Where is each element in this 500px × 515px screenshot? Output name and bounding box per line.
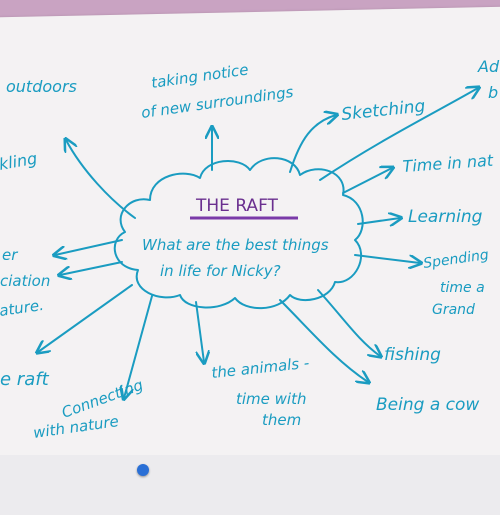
label-sketching: Sketching — [340, 96, 426, 125]
push-pin — [137, 464, 149, 476]
central-cloud — [113, 157, 364, 310]
label-time-in-nature: Time in nat — [402, 151, 494, 176]
label-spending-line2: time a — [440, 280, 485, 296]
center-title: THE RAFT — [195, 196, 279, 216]
label-spending-line1: Spending — [422, 247, 489, 272]
label-animals-line1: the animals - — [211, 354, 311, 382]
mind-map: THE RAFT What are the best things in lif… — [0, 57, 500, 442]
arrow-adventure — [319, 88, 478, 181]
arrow-learning — [357, 218, 400, 224]
label-the-raft: e raft — [0, 369, 50, 390]
arrow-raft — [38, 284, 133, 352]
center-question-line1: What are the best things — [142, 236, 329, 254]
label-adventure-line2: b — [488, 83, 498, 102]
arrow-time-nature — [342, 168, 392, 194]
arrow-appreciation-2 — [55, 239, 123, 255]
label-outdoors: outdoors — [6, 77, 77, 96]
arrow-kling — [66, 140, 136, 219]
arrow-cow — [279, 299, 368, 382]
label-animals-line3: them — [262, 411, 301, 429]
label-adventure-line1: Ad — [477, 57, 500, 76]
arrow-spending — [354, 254, 420, 263]
arrow-connecting — [124, 295, 153, 398]
label-learning: Learning — [408, 207, 483, 227]
arrow-animals — [195, 301, 204, 362]
label-being-a-cow: Being a cow — [376, 395, 479, 415]
label-kling: kling — [0, 149, 39, 174]
center-question-line2: in life for Nicky? — [160, 262, 281, 280]
label-animals-line2: time with — [236, 390, 306, 408]
label-noticing-line1: taking notice — [150, 61, 249, 92]
label-spending-line3: Grand — [432, 302, 475, 318]
label-appreciation-line3: ature. — [0, 296, 45, 320]
arrow-fishing — [317, 289, 380, 356]
arrow-appreciation — [60, 261, 123, 275]
label-appreciation-line1: er — [2, 246, 18, 264]
label-appreciation-line2: ciation — [0, 272, 50, 290]
label-fishing: fishing — [384, 345, 441, 365]
arrow-sketching — [289, 115, 336, 173]
